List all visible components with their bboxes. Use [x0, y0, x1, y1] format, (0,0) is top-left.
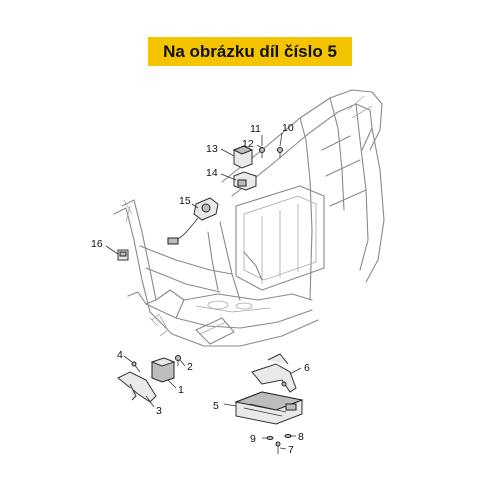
part-16-connector: [117, 249, 129, 261]
part-1-module: [150, 357, 176, 383]
callout-11: 11: [250, 123, 261, 135]
callout-7: 7: [288, 444, 294, 456]
highlight-banner: Na obrázku díl číslo 5: [148, 37, 352, 66]
callout-15: 15: [179, 195, 191, 207]
callout-labels: 1 2 3 4 5 6 7 8 9 10 11 12 13 14 15 16: [91, 122, 310, 456]
callout-4: 4: [117, 349, 123, 361]
callout-10: 10: [282, 122, 294, 134]
part-13-relay: [232, 145, 254, 169]
callout-12: 12: [242, 138, 254, 150]
part-5-ecu: [234, 391, 304, 425]
callout-3: 3: [156, 405, 162, 417]
part-3-bracket: [117, 371, 157, 403]
part-2-screw: [175, 355, 181, 366]
callout-16: 16: [91, 238, 103, 250]
callout-14: 14: [206, 167, 218, 179]
callout-13: 13: [206, 143, 218, 155]
part-4-screw: [131, 361, 141, 373]
callout-8: 8: [298, 431, 304, 443]
callout-5: 5: [213, 400, 219, 412]
callout-6: 6: [304, 362, 310, 374]
callout-2: 2: [187, 361, 193, 373]
part-14-bracket: [233, 171, 257, 191]
part-11-screw: [259, 147, 265, 158]
part-6-bracket: [251, 353, 297, 393]
part-7-screw: [275, 441, 281, 454]
leader-lines: [105, 132, 302, 450]
part-10-screw: [277, 147, 283, 158]
callout-9: 9: [250, 433, 256, 445]
part-15-sensor: [167, 197, 219, 245]
scooter-frame: [113, 89, 385, 347]
callout-1: 1: [178, 384, 184, 396]
